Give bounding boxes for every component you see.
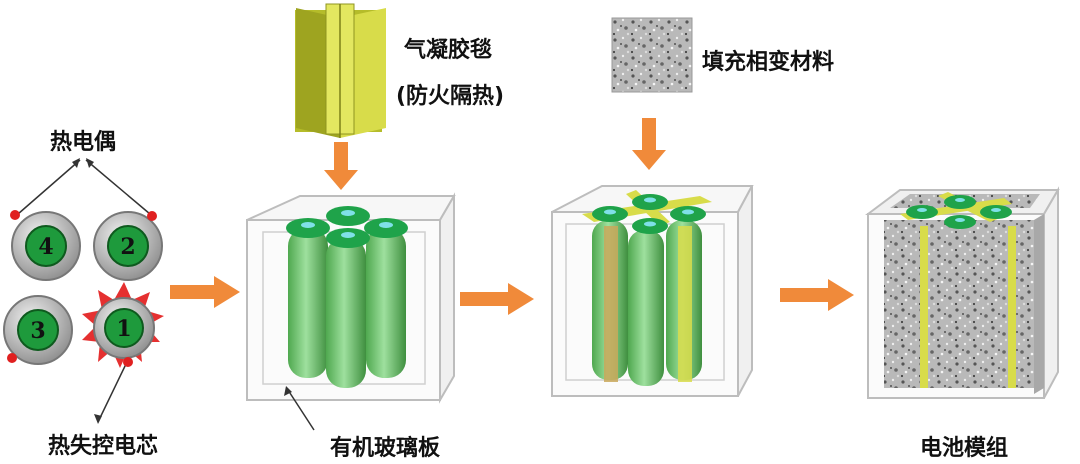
aerogel-sublabel: (防火隔热): [396, 84, 505, 109]
svg-text:1: 1: [116, 316, 131, 342]
cell-4: 4: [10, 210, 81, 281]
plexiglass-label: 有机玻璃板: [330, 436, 441, 461]
cylindrical-cells: [286, 206, 408, 388]
thermocouple-tip: [7, 353, 17, 363]
cell-2: 2: [93, 211, 163, 281]
arrow-down-1: [324, 142, 358, 190]
box-with-aerogel: [551, 185, 754, 397]
battery-module: [865, 186, 1060, 399]
arrow-right-1: [170, 276, 240, 308]
runaway-cell-label: 热失控电芯: [48, 434, 159, 459]
svg-text:3: 3: [30, 318, 45, 344]
thermocouple-label: 热电偶: [50, 130, 117, 155]
module-label: 电池模组: [920, 436, 1009, 461]
pcm-sample: [611, 17, 693, 93]
thermocouple-wires: [17, 158, 151, 424]
arrow-down-2: [632, 118, 666, 170]
svg-text:2: 2: [120, 234, 135, 260]
svg-text:4: 4: [38, 234, 53, 260]
thermocouple-tip: [147, 211, 157, 221]
pcm-label: 填充相变材料: [702, 50, 835, 75]
cell-1-runaway: 1: [82, 282, 164, 368]
aerogel-label: 气凝胶毯: [404, 38, 493, 63]
aerogel-blanket: [295, 3, 386, 138]
thermocouple-tip: [123, 357, 133, 367]
thermocouple-tip: [10, 210, 20, 220]
arrow-right-2: [460, 283, 534, 315]
plexiglass-box: [246, 192, 456, 431]
arrow-right-3: [780, 279, 854, 311]
cell-3: 3: [3, 295, 73, 365]
